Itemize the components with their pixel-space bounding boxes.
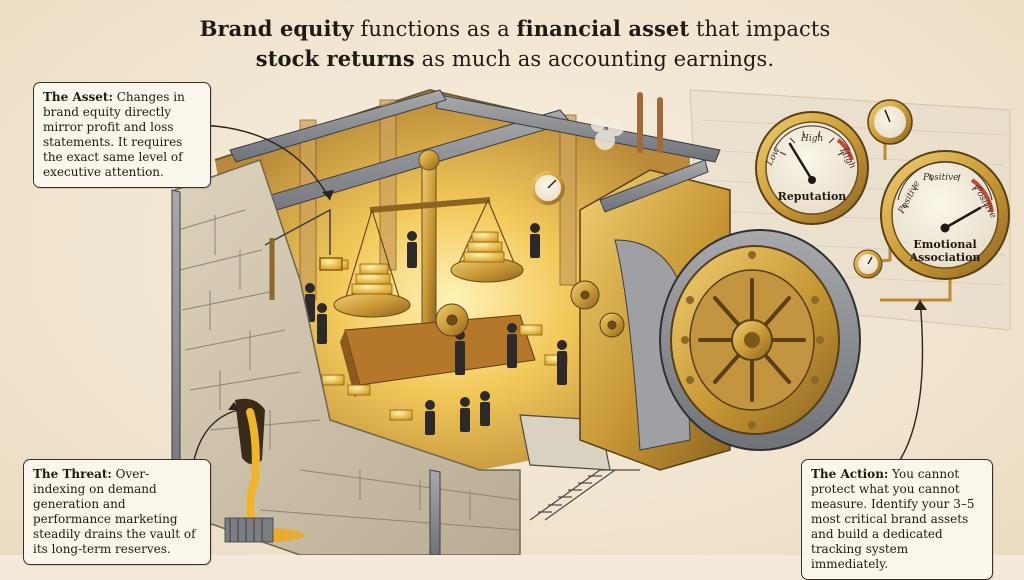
balance-scale <box>333 149 536 398</box>
mid-small-gauge <box>853 249 883 279</box>
vault-door-frame <box>579 159 731 471</box>
callout-the-action: The Action: You cannot protect what you … <box>801 459 993 580</box>
emotional-label-line1: Emotional <box>913 238 976 251</box>
headline-text-1: functions as a <box>353 17 517 41</box>
emotional-label-line2: Association <box>909 251 981 264</box>
callout-threat-body: Over-indexing on demand generation and p… <box>33 467 196 556</box>
reputation-gauge: Low High High Reputation <box>755 111 869 225</box>
callout-the-threat: The Threat: Over-indexing on demand gene… <box>23 459 211 565</box>
emotional-tick-mid: Positive <box>922 173 959 183</box>
emotional-association-gauge: Positive Positive Positive Emotional Ass… <box>880 150 1010 280</box>
callout-asset-body: Changes in brand equity directly mirror … <box>43 90 185 179</box>
headline: Brand equity functions as a financial as… <box>170 14 860 74</box>
callout-action-body: You cannot protect what you cannot measu… <box>811 467 975 571</box>
crane <box>264 208 343 300</box>
reputation-label: Reputation <box>778 190 847 203</box>
headline-bold-1: Brand equity <box>199 16 354 41</box>
top-small-gauge <box>867 99 913 145</box>
steam <box>591 118 624 150</box>
gold-leak <box>224 398 305 543</box>
headline-text-3: as much as accounting earnings. <box>414 47 775 71</box>
callout-action-title: The Action: <box>811 467 889 481</box>
headline-text-2: that impacts <box>689 17 831 41</box>
headline-bold-2: financial asset <box>516 16 690 41</box>
reputation-tick-mid: High <box>800 134 823 144</box>
callout-threat-title: The Threat: <box>33 467 112 481</box>
headline-bold-3: stock returns <box>255 46 415 71</box>
gears <box>435 280 625 338</box>
vault-illustration: Low High High Reputation Positive Positi… <box>171 88 1011 555</box>
small-pressure-gauge <box>531 171 565 205</box>
vault-door <box>659 229 861 451</box>
callout-the-asset: The Asset: Changes in brand equity direc… <box>33 82 211 188</box>
callout-asset-title: The Asset: <box>43 90 113 104</box>
